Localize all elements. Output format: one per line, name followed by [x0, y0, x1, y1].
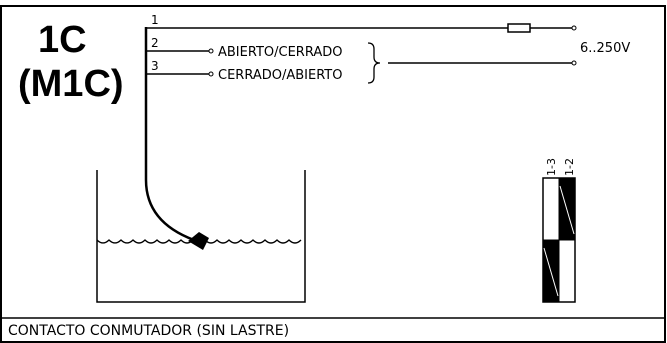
float-switch-icon [188, 232, 209, 250]
model-code: 1C [38, 19, 87, 61]
wire-3-label: CERRADO/ABIERTO [218, 68, 342, 83]
cable-bend [144, 179, 195, 242]
terminal-2 [208, 48, 214, 54]
table-header-1-2: 1-2 [563, 158, 576, 176]
drawing-frame [0, 5, 666, 343]
wire-1-number: 1 [151, 13, 159, 27]
wire-2-label: ABIERTO/CERRADO [218, 45, 342, 60]
model-variant: (M1C) [18, 63, 124, 105]
grouping-brace [367, 42, 381, 84]
wire-2-number: 2 [151, 36, 159, 50]
terminal-1 [571, 25, 577, 31]
diagram-caption: CONTACTO CONMUTADOR (SIN LASTRE) [8, 323, 289, 339]
state-table: 1-3 1-2 [542, 158, 576, 303]
terminal-3 [208, 71, 214, 77]
terminal-common [571, 60, 577, 66]
fuse-symbol [507, 23, 531, 33]
supply-voltage: 6..250V [580, 41, 630, 56]
table-header-1-3: 1-3 [545, 158, 558, 176]
wire-3-number: 3 [151, 59, 159, 73]
tank [96, 170, 306, 303]
